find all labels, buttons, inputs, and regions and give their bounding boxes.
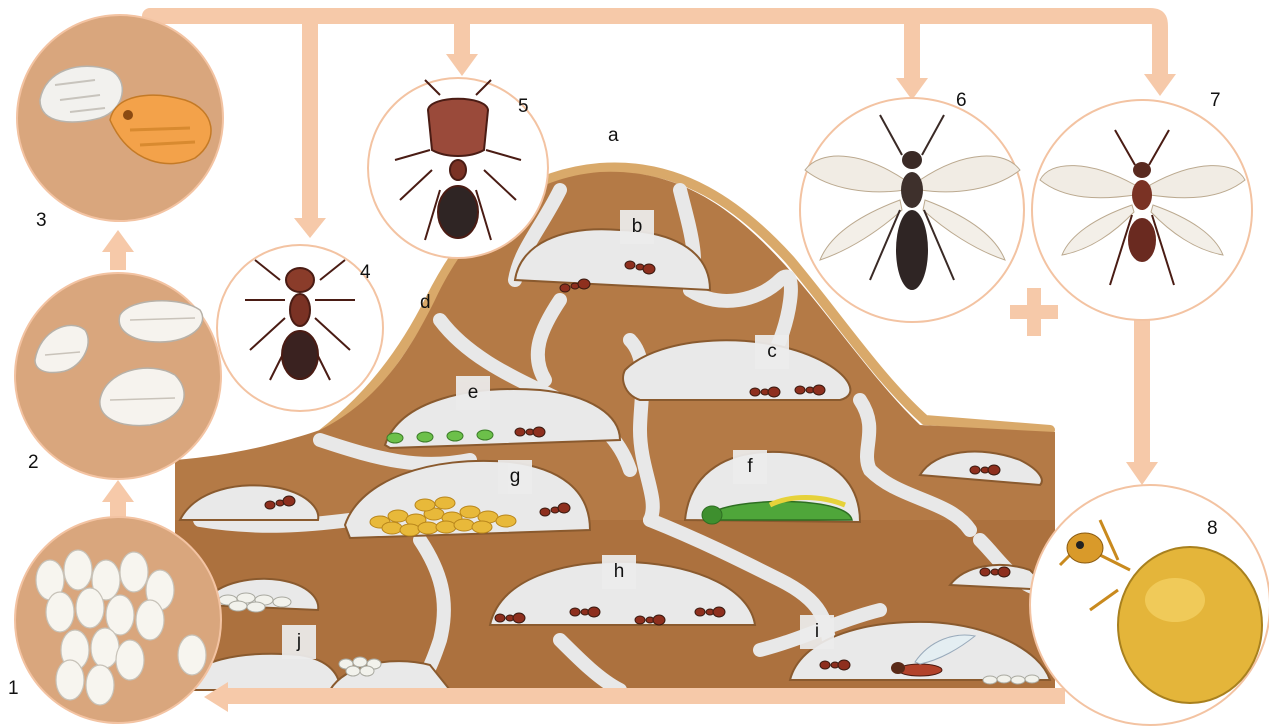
arrowhead-to-7 [1144, 74, 1176, 96]
chamber-label-j: j [283, 626, 315, 658]
plus-sign [1010, 288, 1058, 336]
stage-number-8: 8 [1207, 518, 1218, 540]
chamber-label-a: a [608, 125, 619, 147]
chamber-label-e: e [457, 377, 489, 409]
chamber-label-g: g [499, 461, 531, 493]
chamber-label-d: d [420, 292, 431, 314]
chamber-label-b: b [621, 211, 653, 243]
stage-number-7: 7 [1210, 90, 1221, 112]
chamber-label-i: i [801, 616, 833, 648]
stage-number-3: 3 [36, 210, 47, 232]
arrowhead-to-3 [102, 230, 134, 252]
chamber-label-h: h [603, 556, 635, 588]
stage-number-2: 2 [28, 452, 39, 474]
chamber-label-c: c [756, 336, 788, 368]
arrowhead-to-5 [446, 54, 478, 76]
stage-number-5: 5 [518, 96, 529, 118]
arrowhead-to-8 [1126, 462, 1158, 485]
stage-number-4: 4 [360, 262, 371, 284]
stage-number-6: 6 [956, 90, 967, 112]
arrowhead-to-6 [896, 78, 928, 100]
top-arrow-bar [150, 16, 1160, 75]
arrowhead-to-4 [294, 218, 326, 238]
chamber-label-f: f [734, 451, 766, 483]
arrowhead-to-2 [102, 480, 134, 502]
stage-number-1: 1 [8, 678, 19, 700]
